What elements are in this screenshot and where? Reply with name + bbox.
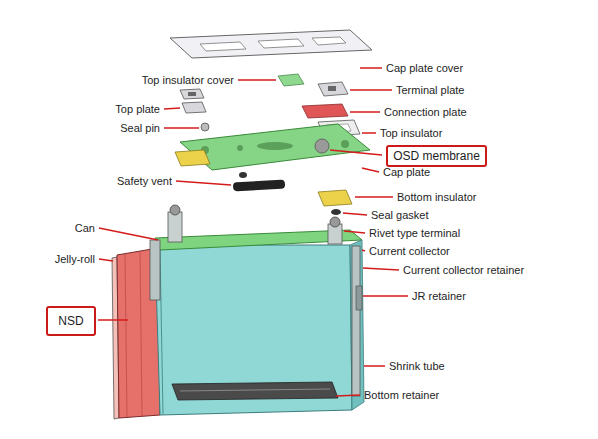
leader-lines-part [99, 259, 113, 261]
bottom-retainer [172, 382, 338, 400]
can-part [350, 240, 364, 410]
highlight-box: NSD [46, 306, 96, 336]
part-label: Terminal plate [396, 84, 464, 97]
bottom-retainer-part [180, 389, 330, 391]
part-label: JR retainer [412, 290, 466, 303]
cap-plate-cover-part [170, 30, 372, 58]
part-label: Bottom retainer [364, 389, 439, 402]
part-label: Safety vent [117, 175, 172, 188]
part-label: Cap plate cover [386, 62, 463, 75]
highlight-label: NSD [58, 314, 83, 328]
terminal-plate [318, 82, 348, 96]
leader-lines-part [362, 168, 379, 172]
seal-pin [201, 123, 209, 131]
leader-lines-part [350, 111, 380, 113]
rivet-terminal-part [330, 217, 340, 227]
cap-plate-cover-part [258, 39, 304, 48]
leader-lines-part [238, 79, 276, 81]
highlight-box: OSD membrane [386, 145, 487, 167]
cap-plate-cover [170, 30, 372, 58]
leader-lines-part [176, 181, 231, 185]
rivet-terminal-part [170, 205, 180, 215]
jelly-roll-part [140, 251, 142, 416]
leader-lines-part [360, 67, 382, 69]
leader-lines-part [336, 395, 360, 396]
part-label: Current collector retainer [403, 264, 524, 277]
terminal-plate-part [328, 86, 336, 91]
seal-gasket-part [239, 172, 247, 178]
part-label: Cap plate [383, 166, 430, 179]
can-part [160, 250, 163, 414]
current-collector [150, 240, 362, 396]
terminal-plate-part [318, 82, 348, 96]
jelly-roll-part [125, 254, 127, 417]
leader-lines-part [362, 250, 365, 251]
cap-plate-part [237, 145, 243, 151]
cap-plate-part [315, 139, 329, 153]
connection-plate [302, 104, 348, 118]
top-plate [180, 89, 206, 113]
top-plate-part [188, 92, 196, 96]
part-label: Current collector [369, 245, 450, 258]
leader-lines-part [164, 127, 199, 129]
leader-lines-part [330, 150, 382, 155]
part-label: Top insulator [380, 127, 442, 140]
cap-plate-part [341, 140, 349, 148]
top-plate-part [182, 102, 206, 113]
cap-plate-cover-part [200, 42, 246, 51]
bottom-retainer-part [172, 382, 338, 400]
leader-lines-part [99, 228, 158, 240]
current-collector-part [356, 286, 362, 310]
top-plate-part [180, 89, 204, 99]
bottom-insulator [175, 150, 352, 206]
part-label: Shrink tube [389, 360, 445, 373]
leader-lines-part [363, 295, 408, 297]
current-collector-part [352, 246, 360, 396]
part-label: Top insulator cover [142, 74, 234, 87]
can [155, 230, 364, 415]
leader-lines-part [364, 365, 385, 367]
leader-lines-part [98, 319, 128, 321]
cap-plate-part [257, 142, 293, 150]
part-label: Jelly-roll [55, 253, 95, 266]
top-insulator-cover [278, 74, 304, 86]
seal-pin-part [201, 123, 209, 131]
leader-lines-part [164, 108, 180, 109]
leader-lines-part [362, 132, 376, 134]
safety-vent-part [233, 180, 285, 192]
current-collector-part [150, 240, 160, 300]
leader-lines-part [355, 196, 393, 198]
rivet-terminal-part [168, 212, 182, 242]
leader-lines-part [344, 231, 365, 233]
part-label: Top plate [115, 103, 160, 116]
seal-gasket [239, 172, 341, 215]
highlight-label: OSD membrane [393, 149, 480, 163]
bottom-insulator-part [318, 190, 352, 206]
part-label: Seal pin [120, 122, 160, 135]
leader-lines [98, 68, 408, 396]
part-label: Connection plate [384, 106, 467, 119]
rivet-terminal [168, 205, 342, 244]
connection-plate-part [302, 104, 348, 118]
part-label: Can [75, 222, 95, 235]
top-insulator-cover-part [278, 74, 304, 86]
can-part [155, 245, 352, 415]
cap-plate-cover-part [312, 37, 346, 45]
seal-gasket-part [331, 209, 341, 215]
part-label: Bottom insulator [397, 191, 476, 204]
leader-lines-part [343, 213, 367, 215]
leader-lines-part [363, 268, 399, 270]
part-label: Rivet type terminal [369, 227, 460, 240]
safety-vent [233, 180, 285, 192]
bottom-insulator-part [175, 150, 210, 166]
leader-lines-part [350, 89, 392, 91]
part-label: Seal gasket [371, 209, 428, 222]
